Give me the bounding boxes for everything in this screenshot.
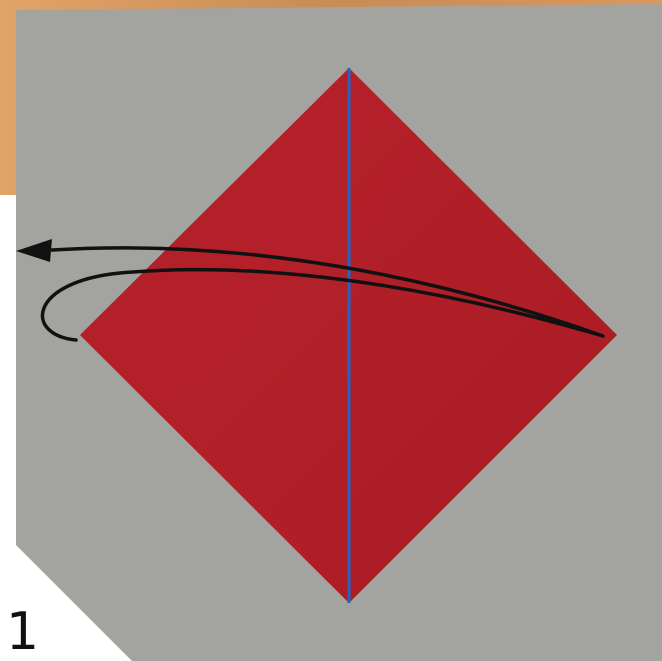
step-number: 1	[6, 606, 39, 658]
